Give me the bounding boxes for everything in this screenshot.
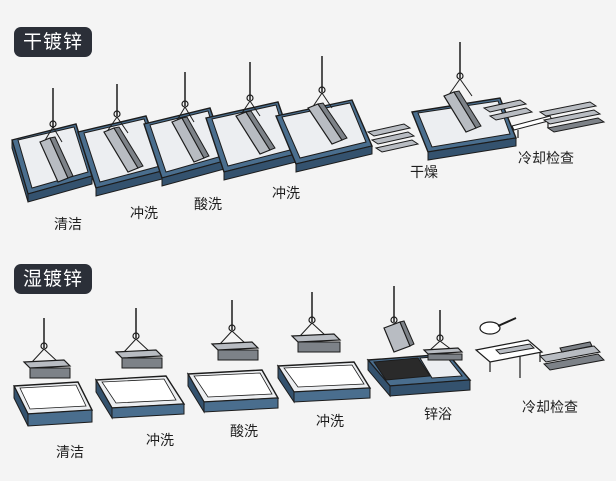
wet-tank-clean — [12, 381, 94, 427]
wet-beam-5-dipping — [383, 286, 415, 353]
dry-galvanizing-title: 干镀锌 — [14, 27, 93, 57]
wet-tank-rinse-2 — [276, 361, 372, 404]
wet-step-label: 冲洗 — [146, 433, 174, 449]
wet-beam-4 — [290, 292, 342, 353]
dry-step-label: 酸洗 — [194, 197, 222, 213]
wet-step-label: 锌浴 — [424, 407, 452, 423]
dry-beam-3 — [171, 72, 210, 163]
dry-step-label: 冲洗 — [272, 186, 300, 202]
wet-beam-3 — [210, 300, 260, 361]
dry-step-label: 干燥 — [410, 165, 438, 181]
dry-cooling-rack — [482, 99, 606, 138]
dry-beam-2 — [103, 84, 144, 173]
dry-beam-4 — [235, 62, 276, 155]
dry-step-label: 冷却检查 — [518, 151, 574, 167]
wet-galvanizing-title: 湿镀锌 — [14, 264, 93, 294]
wet-step-label: 清洁 — [56, 445, 84, 461]
wet-cooling-rack — [474, 317, 606, 378]
dry-step-label: 冲洗 — [130, 206, 158, 222]
dry-step-label: 清洁 — [54, 217, 82, 233]
wet-beam-6-lifting — [422, 310, 464, 361]
dry-beam-6 — [443, 42, 482, 133]
wet-step-label: 冲洗 — [316, 414, 344, 430]
dry-drying-beams — [366, 123, 420, 153]
wet-beam-2 — [114, 308, 164, 369]
dry-beam-1 — [39, 88, 74, 183]
wet-beam-1 — [22, 318, 72, 379]
wet-step-label: 酸洗 — [230, 424, 258, 440]
dry-beam-5 — [307, 56, 348, 145]
wet-step-label: 冷却检查 — [522, 400, 578, 416]
wet-tank-pickle — [186, 369, 280, 414]
wet-tank-rinse-1 — [94, 375, 186, 420]
wet-tank-zinc-bath — [366, 353, 472, 398]
